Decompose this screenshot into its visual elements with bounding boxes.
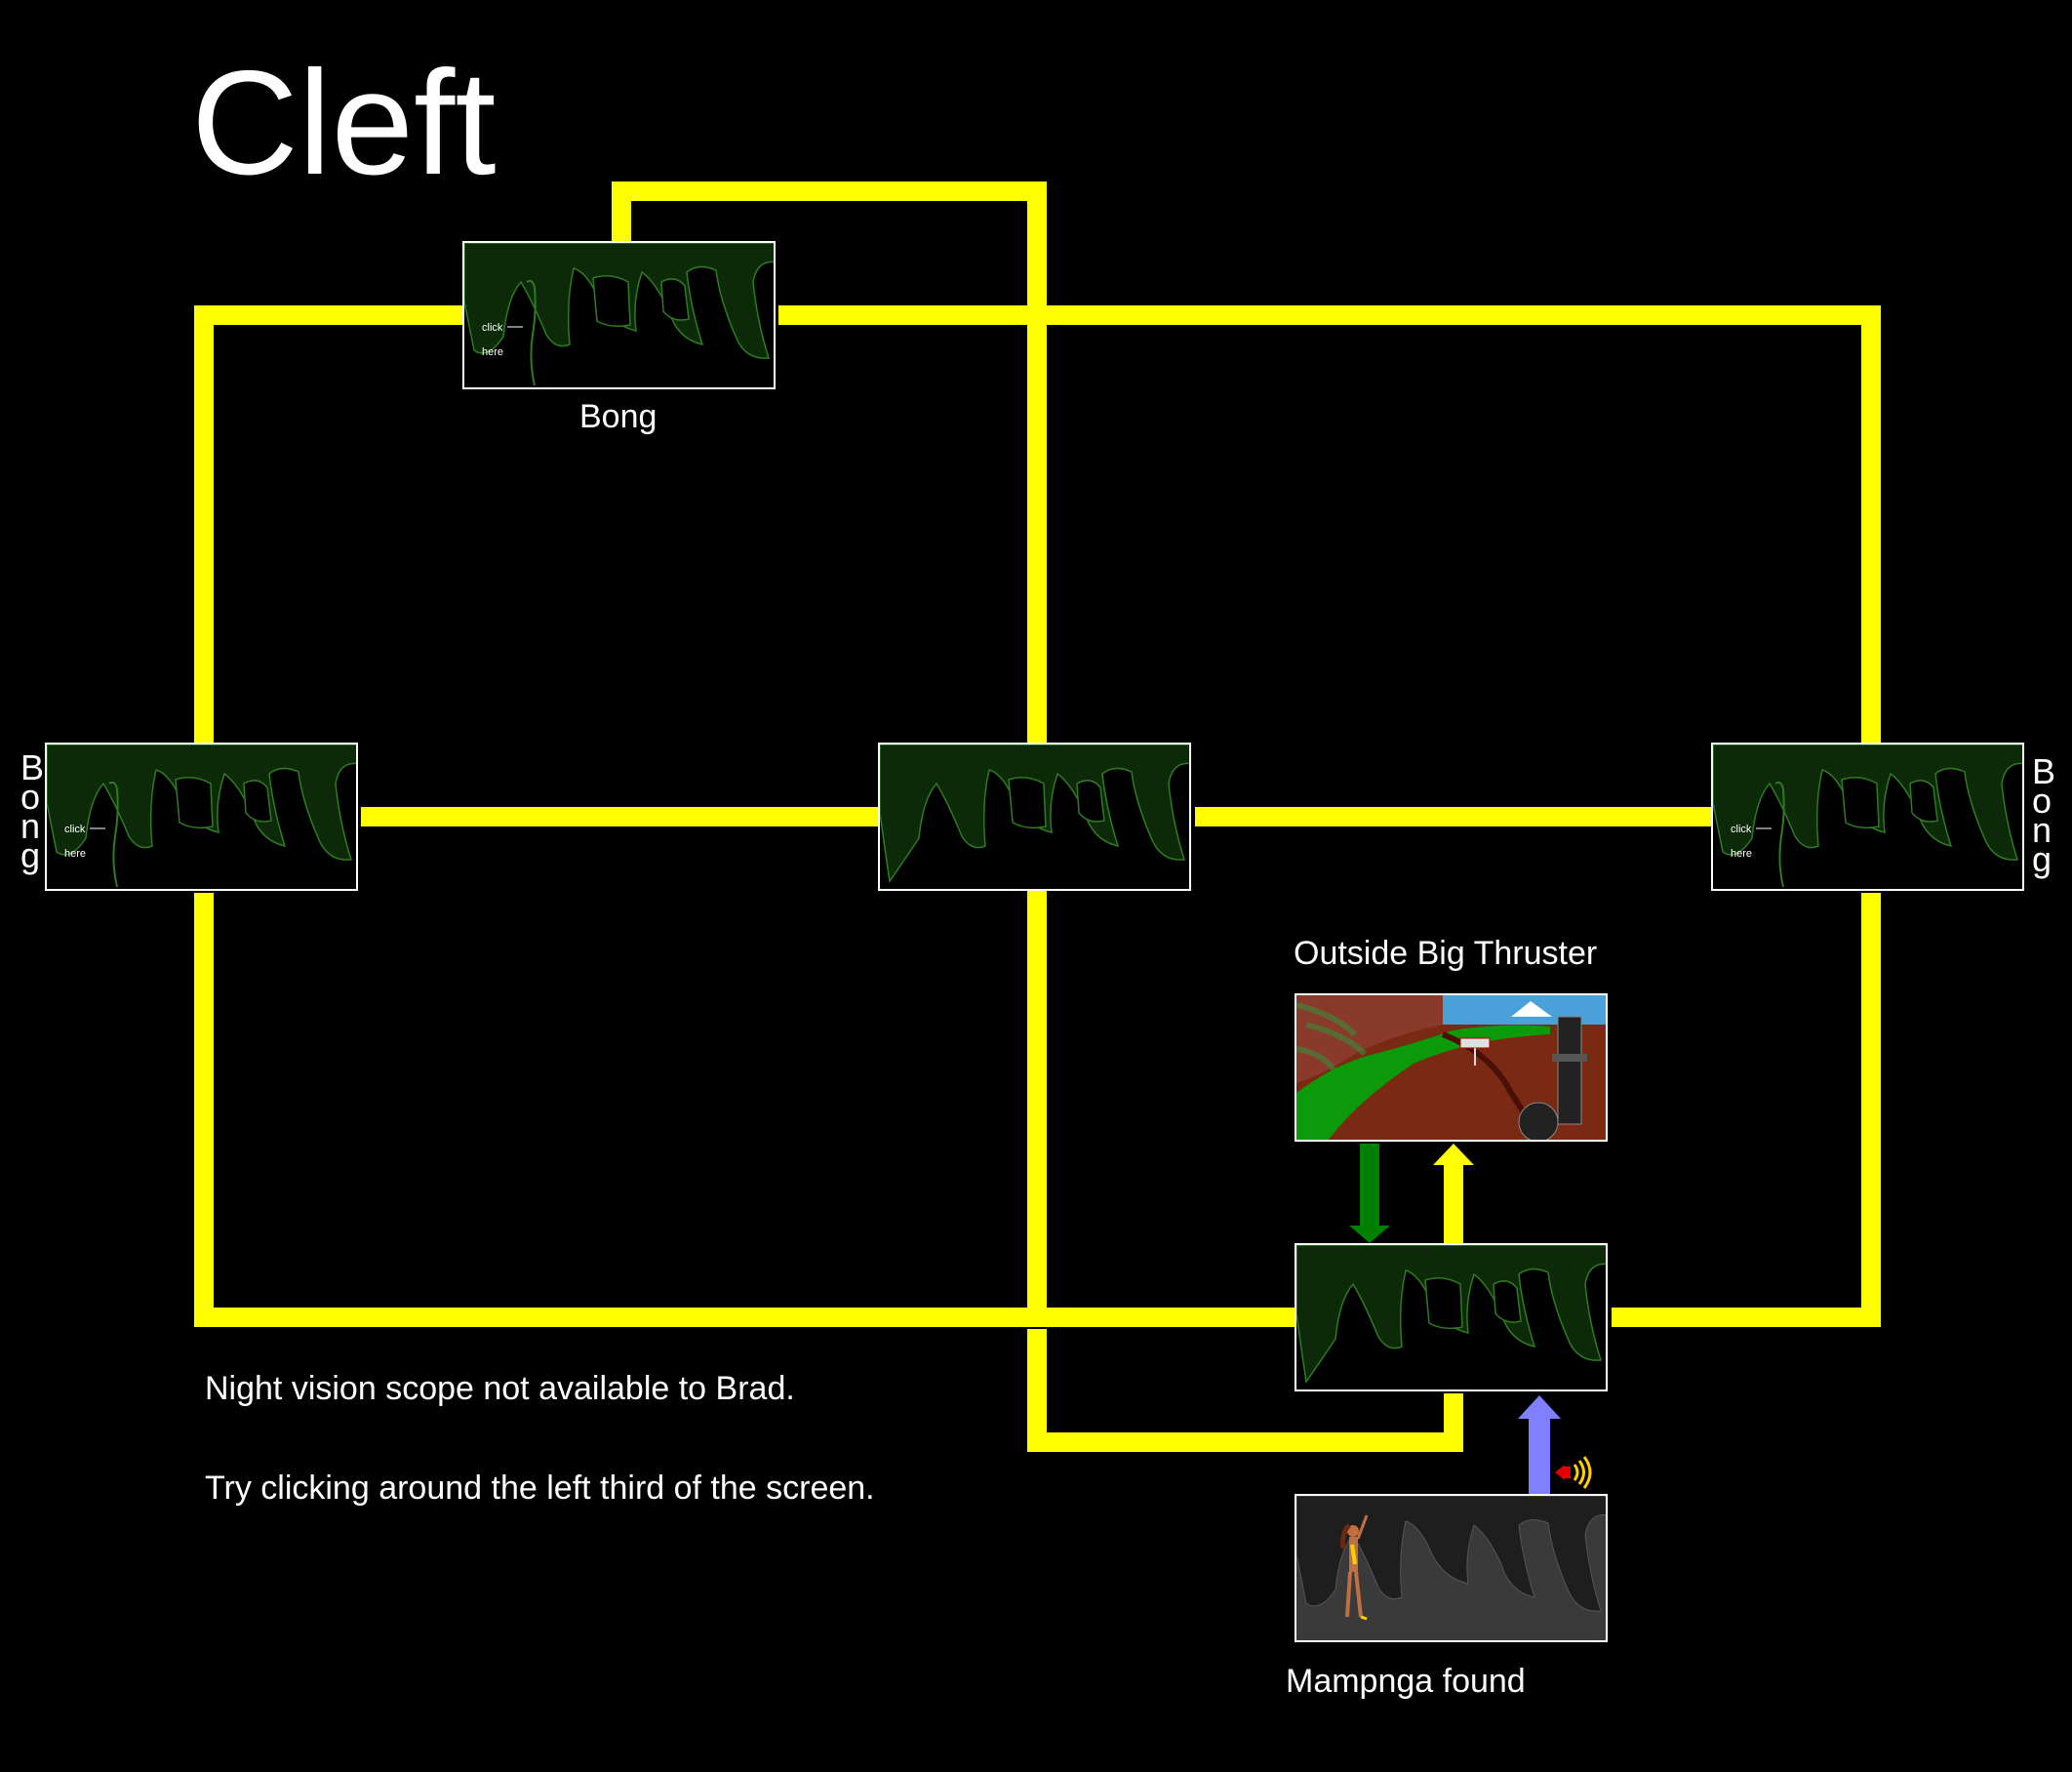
note-try-clicking: Try clicking around the left third of th… — [205, 1470, 875, 1507]
label-right-bong: Bong — [2027, 751, 2056, 879]
arrow-down-green — [1349, 1144, 1390, 1243]
vertical-label-text: Bong — [20, 747, 45, 875]
label-left-bong: Bong — [16, 747, 45, 875]
label-top-bong: Bong — [579, 398, 657, 435]
path-top-loop — [612, 181, 1047, 745]
hint-click: click — [482, 322, 503, 334]
scene-outside-big-thruster[interactable] — [1295, 993, 1608, 1142]
label-outside-big-thruster: Outside Big Thruster — [1294, 935, 1598, 972]
sound-icon — [1555, 1456, 1592, 1489]
cave-thumbnail — [1296, 1245, 1606, 1384]
grey-cave-thumbnail — [1296, 1496, 1606, 1640]
path-bottom-hook — [1027, 1329, 1463, 1452]
scene-left-bong[interactable]: click here — [45, 743, 358, 891]
hint-here: here — [482, 346, 503, 358]
cave-thumbnail — [880, 745, 1189, 883]
arrow-up-blue — [1518, 1395, 1561, 1495]
scene-top-bong[interactable]: click here — [462, 241, 776, 389]
hint-click: click — [64, 824, 86, 835]
scene-right-bong[interactable]: click here — [1711, 743, 2024, 891]
note-night-vision: Night vision scope not available to Brad… — [205, 1370, 795, 1407]
arrow-up-yellow — [1433, 1144, 1474, 1243]
hint-here: here — [64, 848, 86, 860]
label-mampnga-found: Mampnga found — [1286, 1663, 1526, 1700]
scene-mampnga-found[interactable] — [1295, 1494, 1608, 1642]
mampnga-figure — [1340, 1514, 1369, 1621]
page-title: Cleft — [191, 40, 497, 206]
hint-click: click — [1731, 824, 1752, 835]
cave-thumbnail: click here — [47, 745, 356, 888]
cave-thumbnail: click here — [464, 243, 774, 386]
scene-center[interactable] — [878, 743, 1191, 891]
hint-here: here — [1731, 848, 1752, 860]
cave-thumbnail: click here — [1713, 745, 2022, 888]
vertical-label-text: Bong — [2032, 751, 2056, 879]
scene-lower-cave[interactable] — [1295, 1243, 1608, 1391]
landscape-thumbnail — [1296, 995, 1606, 1140]
